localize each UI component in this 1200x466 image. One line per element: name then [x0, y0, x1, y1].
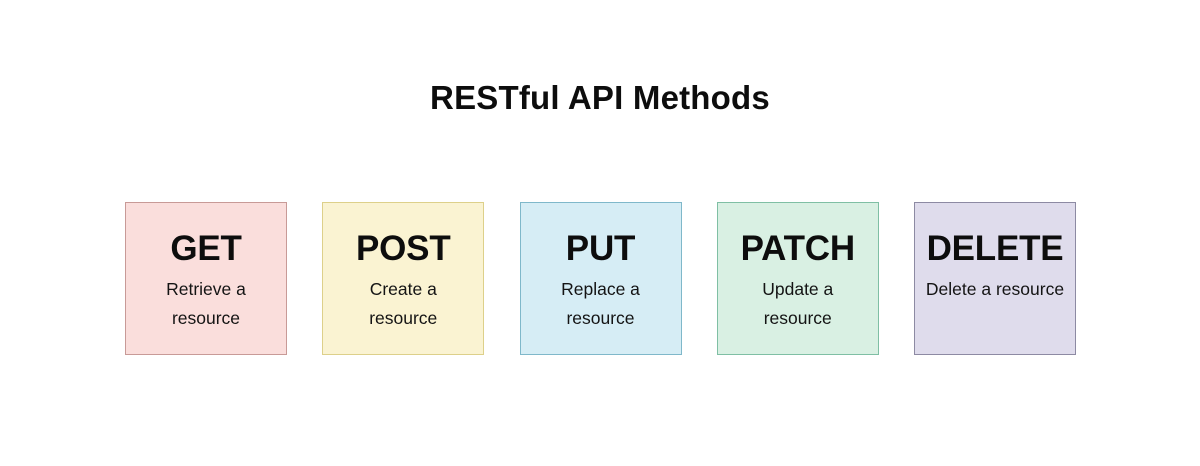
- method-card-patch[interactable]: PATCH Update a resource: [716, 202, 879, 355]
- method-card-row: GET Retrieve a resource POST Create a re…: [125, 202, 1076, 355]
- method-description: Replace a resource: [561, 279, 640, 328]
- method-card-post[interactable]: POST Create a resource: [322, 202, 485, 355]
- method-description: Create a resource: [369, 279, 438, 328]
- method-name: PUT: [565, 229, 636, 268]
- method-description: Update a resource: [762, 279, 834, 328]
- method-name: GET: [170, 229, 242, 268]
- method-card-delete[interactable]: DELETE Delete a resource: [914, 202, 1076, 355]
- method-name: PATCH: [740, 229, 856, 268]
- method-description: Retrieve a resource: [166, 279, 246, 328]
- method-card-get[interactable]: GET Retrieve a resource: [125, 202, 287, 355]
- method-name: DELETE: [926, 229, 1064, 268]
- method-name: POST: [356, 229, 451, 268]
- method-description: Delete a resource: [925, 279, 1065, 299]
- method-card-put[interactable]: PUT Replace a resource: [519, 202, 682, 355]
- page-title: RESTful API Methods: [430, 79, 770, 116]
